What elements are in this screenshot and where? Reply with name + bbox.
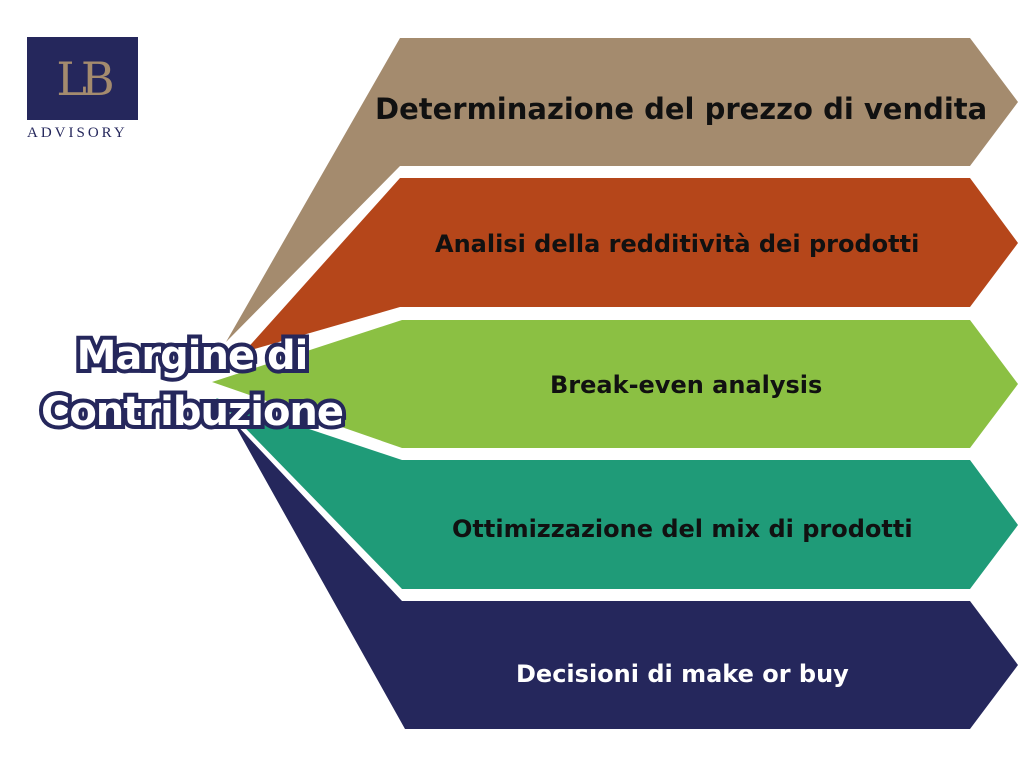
logo-mark: LB [56,51,114,106]
title-line-1: Margine di [73,329,313,383]
branch-shape-price [226,38,1018,342]
branch-label-make-or-buy: Decisioni di make or buy [516,660,849,688]
diagram-title: Margine di Contribuzione [22,328,362,440]
branch-label-breakeven: Break-even analysis [550,371,823,399]
logo: LB [27,37,138,120]
branch-label-profitability: Analisi della redditività dei prodotti [435,230,920,258]
branch-shape-mix [216,398,1018,589]
branch-label-price: Determinazione del prezzo di vendita [375,92,988,126]
branch-label-mix: Ottimizzazione del mix di prodotti [452,515,913,543]
branch-shape-profitability [244,178,1018,352]
logo-subtitle: ADVISORY [27,125,128,141]
title-line-2: Contribuzione [37,385,348,439]
branch-shape-breakeven [212,320,1018,448]
branch-shape-make-or-buy [232,420,1018,729]
